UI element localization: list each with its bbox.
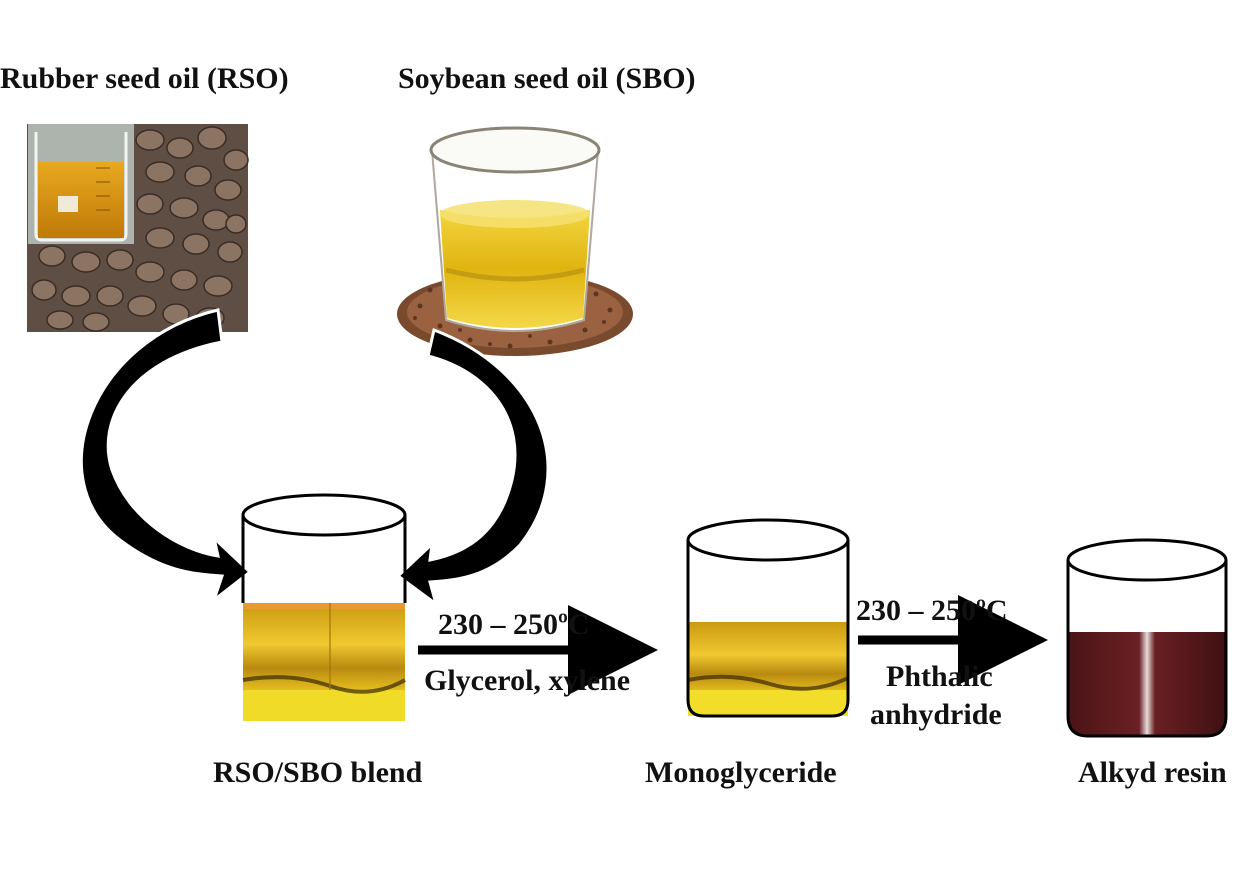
alkyd-label: Alkyd resin [1078,756,1227,789]
sbo-to-blend-arrow [395,327,550,608]
reaction2-reagent-line1: Phthalic [886,660,993,693]
reaction2-temperature: 230 – 250ºC [856,594,1008,627]
rso-to-blend-arrow [80,308,253,605]
monoglyceride-beaker [686,518,850,718]
sbo-label: Soybean seed oil (SBO) [398,62,696,95]
reaction1-reagents: Glycerol, xylene [424,664,630,697]
monoglyceride-label: Monoglyceride [645,756,837,789]
rso-photo [27,124,249,332]
blend-label: RSO/SBO blend [213,756,423,789]
reaction1-temperature: 230 – 250ºC [438,608,590,641]
alkyd-resin-beaker [1066,538,1228,738]
sbo-photo [397,126,633,356]
blend-beaker [241,493,407,721]
rso-label: Rubber seed oil (RSO) [0,62,289,95]
reaction2-reagent-line2: anhydride [870,698,1002,731]
